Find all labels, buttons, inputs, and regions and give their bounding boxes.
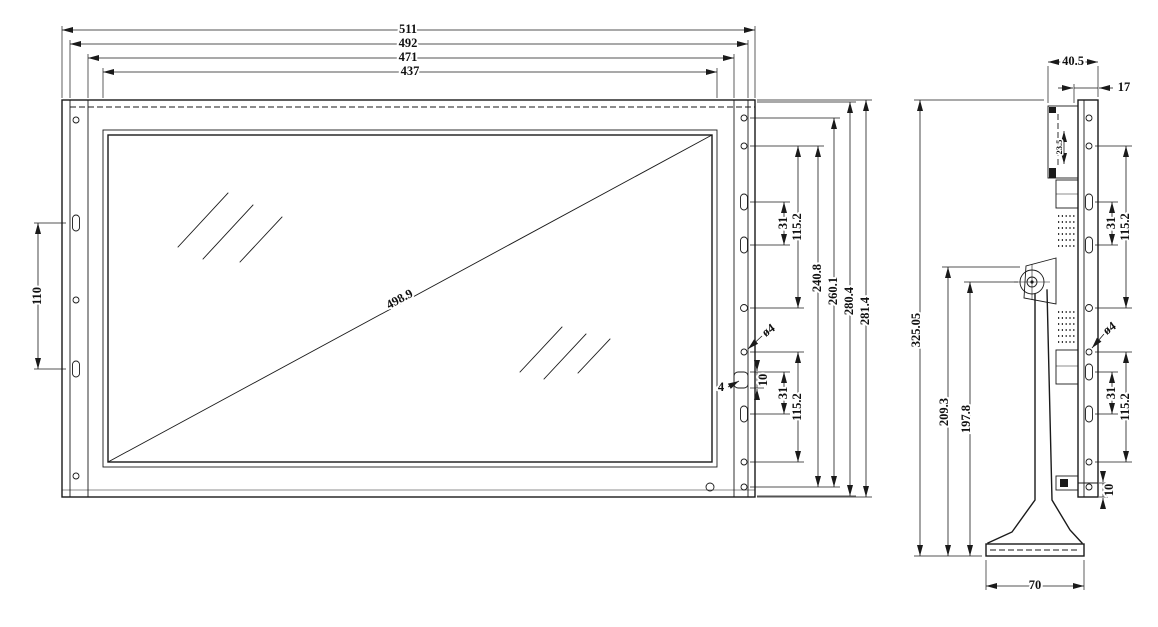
dim-slot-pitch-lower: 31 [776,387,790,400]
dim-overall-height: 281.4 [858,296,872,325]
stand-base [985,543,1085,557]
dim-side-slot-pitch-lower: 31 [1104,387,1118,400]
side-view: 40.5 17 23.5 325.05 209.3 197.8 [907,52,1134,594]
front-view: 498.9 [28,20,874,498]
screen-glass: 498.9 [102,129,718,468]
stand [985,289,1085,557]
dim-side-overall-height: 325.05 [909,313,923,347]
side-top-dimensions: 40.5 17 23.5 [1047,52,1132,164]
dia4-hole [740,348,748,356]
dim-hole-pitch-lower: 115.2 [790,393,804,420]
side-bottom-dimension: 70 [985,560,1085,594]
vent-grid-upper [1058,215,1076,247]
dim-slot-width: 4 [718,380,725,394]
dim-side-hole-pitch-lower: 115.2 [1118,393,1132,420]
side-left-dimensions: 325.05 209.3 197.8 [907,99,1044,557]
front-left-dimension: 110 [28,222,66,370]
dim-base-width: 70 [1029,578,1042,592]
left-mounting-strip [72,116,80,480]
right-mounting-plate [733,114,749,491]
dim-slot-length: 10 [756,374,770,387]
dim-height-280: 280.4 [842,286,856,315]
diagonal-line [107,134,713,463]
dim-hole-span-260: 260.1 [826,277,840,305]
dim-screen-diagonal: 498.9 [384,286,415,312]
dim-overall-depth: 40.5 [1062,54,1084,68]
dim-stand-height-lower: 197.8 [959,405,973,433]
dim-panel-thickness: 17 [1118,80,1131,94]
dim-side-hole-pitch-upper: 115.2 [1118,213,1132,240]
dim-left-slot-spacing: 110 [30,287,44,305]
dim-side-slot-pitch-upper: 31 [1104,217,1118,230]
front-right-dimensions: 31 115.2 31 115.2 240.8 260.1 280.4 281.… [716,99,874,498]
hinge [1014,264,1050,300]
dim-bracket-depth: 23.5 [1054,140,1064,155]
keyhole-slot [733,371,749,389]
dim-side-bottom-offset: 10 [1102,484,1116,497]
dim-slot-pitch-upper: 31 [776,217,790,230]
side-rear-components [1023,105,1079,491]
dim-overall-width: 511 [399,22,417,36]
vent-grid-lower [1058,311,1076,343]
dim-hole-span-240: 240.8 [810,264,824,292]
corner-screw-hole [705,482,715,492]
dim-frame-width: 492 [399,36,418,50]
front-top-dimensions: 511 492 471 437 [61,20,756,98]
dim-screen-width: 437 [401,64,420,78]
dia4-hole-side [1085,348,1093,356]
dim-hole-pitch-upper: 115.2 [790,213,804,240]
dim-stand-height-upper: 209.3 [937,398,951,426]
front-frame [61,99,756,498]
dim-bezel-width: 471 [399,50,418,64]
glass-reflection-marks [177,192,611,380]
dim-hole-diameter: ø4 [759,320,778,339]
side-panel-plate [1077,99,1099,498]
